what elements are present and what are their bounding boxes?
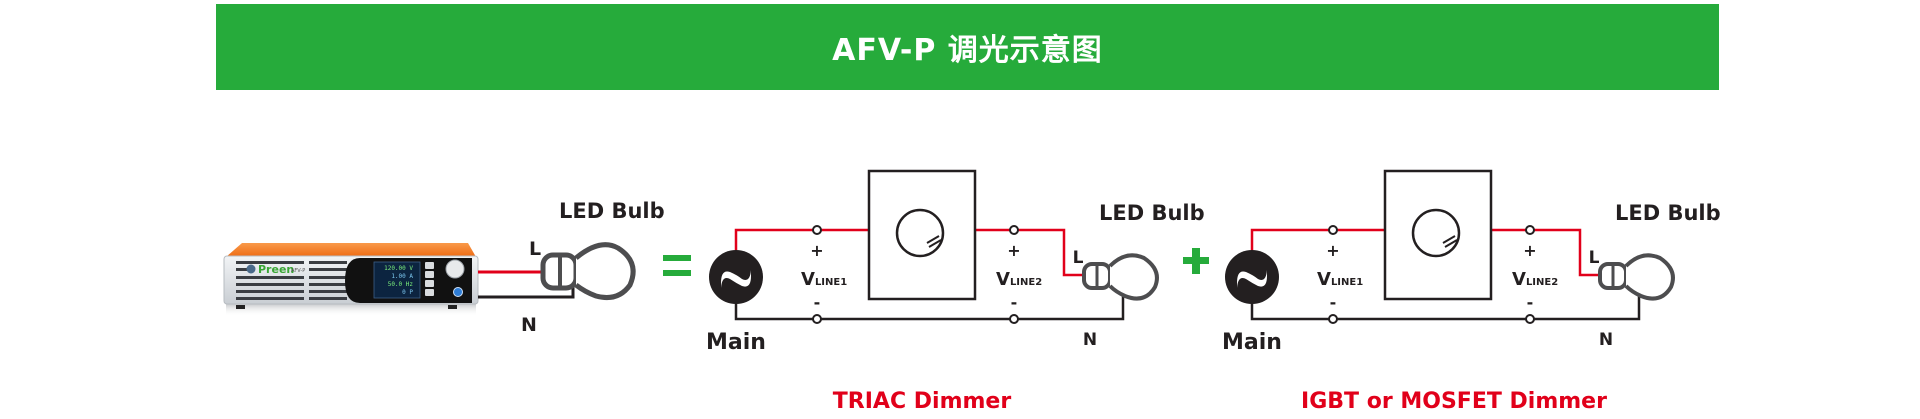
neutral-wire — [1018, 287, 1125, 321]
neutral-wire — [1534, 287, 1641, 321]
dimmer-box — [867, 169, 977, 301]
live-wire — [1018, 228, 1084, 277]
live-label: L — [529, 238, 541, 260]
direct-wiring: L N LED Bulb — [478, 199, 665, 336]
minus-polarity-label: - — [1011, 293, 1018, 312]
terminal-icon — [1525, 314, 1535, 324]
v-line1-label: VLINE1 — [801, 269, 847, 290]
source-label: Main — [1222, 330, 1282, 355]
led-bulb-icon — [1598, 253, 1675, 301]
display-reading-power: 0 P — [402, 289, 413, 296]
display-reading-voltage: 120.00 V — [384, 265, 413, 272]
dimmer-knob-icon — [895, 208, 945, 258]
knob-indicator — [926, 235, 940, 244]
device-vents — [236, 261, 347, 300]
knob-indicator — [1444, 239, 1458, 248]
device-display — [373, 261, 421, 299]
bulb-label: LED Bulb — [559, 199, 665, 223]
device-top-cover — [226, 243, 476, 257]
bulb-label: LED Bulb — [1099, 201, 1205, 225]
minus-polarity-label: - — [1527, 293, 1534, 312]
neutral-label: N — [1599, 330, 1613, 350]
plus-polarity-label: + — [1007, 241, 1020, 260]
dimmer-type-label: TRIAC Dimmer — [833, 389, 1012, 414]
plus-polarity-label: + — [1523, 241, 1536, 260]
device-shadow — [226, 302, 476, 316]
dimmer-knob-icon — [1411, 208, 1461, 258]
bulb-label: LED Bulb — [1615, 201, 1721, 225]
live-label: L — [1073, 248, 1084, 268]
led-bulb-icon — [1082, 253, 1159, 301]
terminal-icon — [812, 225, 822, 235]
live-wire — [734, 228, 815, 255]
display-reading-current: 1.00 A — [391, 273, 413, 280]
plus-operator — [1183, 248, 1209, 274]
equals-operator — [663, 255, 691, 276]
ac-power-source-device: Preen AFV-P 120.00 V 1.00 A 50.0 Hz 0 P — [223, 243, 479, 316]
terminal-icon — [1009, 314, 1019, 324]
device-soft-buttons — [425, 262, 434, 296]
live-label: L — [1589, 248, 1600, 268]
plus-polarity-label: + — [1326, 241, 1339, 260]
live-wire — [1534, 228, 1600, 277]
minus-polarity-label: - — [814, 293, 821, 312]
minus-polarity-label: - — [1330, 293, 1337, 312]
v-line1-label: VLINE1 — [1317, 269, 1363, 290]
page-title: AFV-P 调光示意图 — [832, 33, 1103, 68]
v-line2-label: VLINE2 — [1512, 269, 1558, 290]
sine-wave-icon — [721, 270, 751, 288]
led-bulb-icon — [540, 242, 636, 301]
live-wire — [1250, 228, 1331, 255]
terminal-icon — [1009, 225, 1019, 235]
v-line2-label: VLINE2 — [996, 269, 1042, 290]
plus-polarity-label: + — [810, 241, 823, 260]
terminal-icon — [1525, 225, 1535, 235]
brand-logo-icon — [246, 264, 256, 274]
neutral-wire — [734, 300, 815, 321]
knob-indicator — [1442, 235, 1456, 244]
terminal-icon — [812, 314, 822, 324]
header-banner: AFV-P 调光示意图 — [216, 4, 1719, 90]
sine-wave-icon — [1237, 270, 1267, 288]
dimmer-box — [1383, 169, 1493, 301]
terminal-icon — [1328, 314, 1338, 324]
display-reading-frequency: 50.0 Hz — [388, 281, 414, 288]
neutral-wire — [1250, 300, 1331, 321]
device-model: AFV-P — [291, 268, 305, 274]
knob-indicator — [928, 239, 942, 248]
terminal-icon — [1328, 225, 1338, 235]
neutral-label: N — [521, 314, 537, 336]
device-brand: Preen — [258, 263, 294, 276]
source-label: Main — [706, 330, 766, 355]
device-power-button-icon — [453, 287, 463, 297]
dimmer-type-label: IGBT or MOSFET Dimmer — [1301, 389, 1607, 414]
device-rotary-knob-icon — [445, 259, 465, 279]
neutral-label: N — [1083, 330, 1097, 350]
